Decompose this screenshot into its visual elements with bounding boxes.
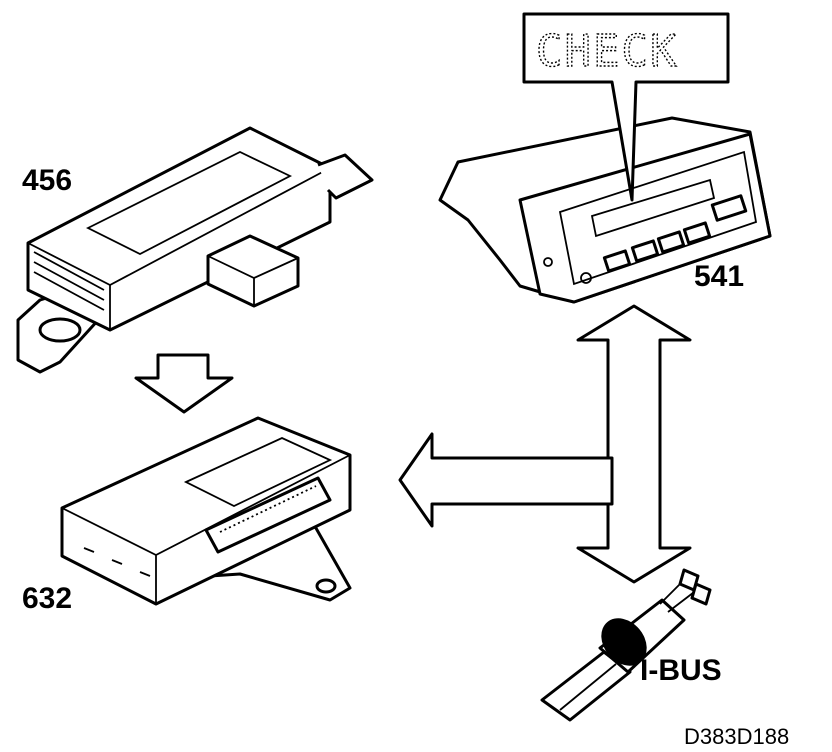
module-632-label: 632 <box>22 582 72 615</box>
bus-link-arrow-vertical <box>576 304 692 584</box>
replacement-arrow <box>134 353 234 414</box>
bus-link-arrow-horizontal <box>398 432 614 528</box>
i-bus-label: I-BUS <box>640 654 722 687</box>
i-bus-cable <box>540 568 712 722</box>
module-456-label: 456 <box>22 164 72 197</box>
display-callout: CHECK <box>522 12 730 202</box>
display-text: CHECK <box>536 26 678 77</box>
module-456-unit <box>16 126 374 374</box>
module-632-unit <box>60 416 352 606</box>
module-541-label: 541 <box>694 260 744 293</box>
figure-code: D383D188 <box>684 724 789 749</box>
module-541-unit <box>438 116 772 304</box>
